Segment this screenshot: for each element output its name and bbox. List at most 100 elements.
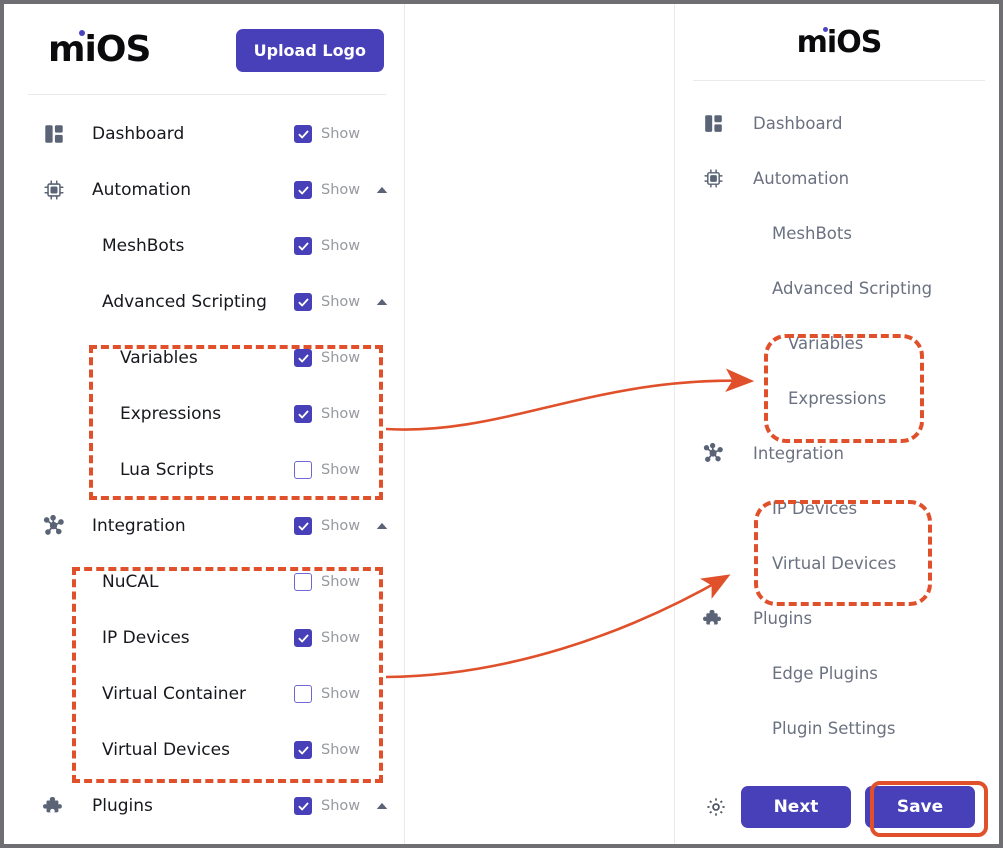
preview-menu-item-automation[interactable]: Automation [675, 151, 999, 206]
preview-menu-item-plugins[interactable]: Plugins [675, 591, 999, 646]
preview-menu-item-meshbots[interactable]: MeshBots [675, 206, 999, 261]
gear-icon [705, 796, 727, 818]
editor-menu-item-label: MeshBots [102, 236, 185, 256]
upload-logo-button[interactable]: Upload Logo [235, 28, 384, 72]
editor-menu-item-controls: Show [294, 125, 390, 143]
editor-menu-item-label: Virtual Devices [102, 740, 230, 760]
collapse-caret-icon[interactable] [374, 183, 390, 197]
editor-menu-item-label: Virtual Container [102, 684, 247, 704]
collapse-caret-icon[interactable] [374, 519, 390, 533]
preview-menu-item-label: Virtual Devices [772, 554, 897, 573]
preview-menu-item-plugin-settings[interactable]: Plugin Settings [675, 701, 999, 756]
show-label: Show [321, 238, 361, 254]
show-checkbox[interactable] [294, 237, 312, 255]
editor-header-rule [28, 94, 386, 95]
preview-menu-item-advanced-scripting[interactable]: Advanced Scripting [675, 261, 999, 316]
caret-placeholder [374, 127, 390, 141]
preview-footer: Next Save [675, 776, 999, 838]
caret-placeholder [374, 239, 390, 253]
show-checkbox[interactable] [294, 573, 312, 591]
preview-logo-dot-icon [822, 27, 828, 32]
editor-menu-item-label: Advanced Scripting [102, 292, 267, 312]
editor-menu-item-label: Plugins [92, 796, 153, 816]
editor-menu-item-dashboard[interactable]: Dashboard Show [4, 106, 404, 162]
editor-menu-item-lua-scripts[interactable]: Lua Scripts Show [4, 442, 404, 498]
preview-automation-icon [702, 168, 724, 190]
show-checkbox[interactable] [294, 517, 312, 535]
preview-menu-item-edge-plugins[interactable]: Edge Plugins [675, 646, 999, 701]
editor-menu-item-label: Integration [92, 516, 186, 536]
editor-menu-item-controls: Show [294, 293, 390, 311]
panel-divider-left [404, 4, 405, 844]
preview-menu-item-dashboard[interactable]: Dashboard [675, 96, 999, 151]
show-checkbox[interactable] [294, 349, 312, 367]
preview-mios-logo-text: miOS [796, 25, 883, 60]
preview-menu-item-expressions[interactable]: Expressions [675, 371, 999, 426]
editor-menu-item-variables[interactable]: Variables Show [4, 330, 404, 386]
editor-menu-item-label: Lua Scripts [120, 460, 214, 480]
editor-menu-item-controls: Show [294, 685, 390, 703]
show-label: Show [321, 686, 361, 702]
preview-menu-item-label: Edge Plugins [772, 664, 878, 683]
show-checkbox[interactable] [294, 461, 312, 479]
next-button[interactable]: Next [741, 786, 851, 828]
show-checkbox[interactable] [294, 629, 312, 647]
collapse-caret-icon[interactable] [374, 295, 390, 309]
editor-menu-item-label: Dashboard [92, 124, 185, 144]
preview-menu-item-integration[interactable]: Integration [675, 426, 999, 481]
save-button[interactable]: Save [865, 786, 975, 828]
preview-menu-item-virtual-devices[interactable]: Virtual Devices [675, 536, 999, 591]
plugins-icon [42, 794, 66, 818]
show-label: Show [321, 742, 361, 758]
editor-menu-item-meshbots[interactable]: MeshBots Show [4, 218, 404, 274]
show-checkbox[interactable] [294, 125, 312, 143]
caret-placeholder [374, 631, 390, 645]
show-checkbox[interactable] [294, 405, 312, 423]
caret-placeholder [374, 407, 390, 421]
caret-placeholder [374, 743, 390, 757]
show-label: Show [321, 798, 361, 814]
show-label: Show [321, 630, 361, 646]
preview-menu-item-label: Variables [788, 334, 864, 353]
editor-menu-item-controls: Show [294, 629, 390, 647]
editor-menu-item-advanced-scripting[interactable]: Advanced Scripting Show [4, 274, 404, 330]
editor-menu-item-label: NuCAL [102, 572, 159, 592]
caret-placeholder [374, 351, 390, 365]
editor-menu-item-controls: Show [294, 237, 390, 255]
editor-menu-item-virtual-container[interactable]: Virtual Container Show [4, 666, 404, 722]
show-label: Show [321, 126, 361, 142]
collapse-caret-icon[interactable] [374, 799, 390, 813]
preview-menu-item-variables[interactable]: Variables [675, 316, 999, 371]
editor-header: miOS Upload Logo [4, 4, 404, 96]
editor-menu-item-label: Variables [120, 348, 198, 368]
preview-menu-item-label: Expressions [788, 389, 887, 408]
preview-menu-item-label: IP Devices [772, 499, 858, 518]
integration-icon [42, 514, 66, 538]
logo-dot-icon [79, 30, 85, 36]
preview-dashboard-icon [702, 113, 724, 135]
editor-menu-item-plugins[interactable]: Plugins Show [4, 778, 404, 834]
show-checkbox[interactable] [294, 741, 312, 759]
show-checkbox[interactable] [294, 685, 312, 703]
editor-menu-item-controls: Show [294, 349, 390, 367]
show-label: Show [321, 518, 361, 534]
preview-integration-icon [702, 443, 724, 465]
editor-menu-item-virtual-devices[interactable]: Virtual Devices Show [4, 722, 404, 778]
automation-icon [42, 178, 66, 202]
show-checkbox[interactable] [294, 797, 312, 815]
editor-menu-item-integration[interactable]: Integration Show [4, 498, 404, 554]
show-checkbox[interactable] [294, 293, 312, 311]
caret-placeholder [374, 687, 390, 701]
show-checkbox[interactable] [294, 181, 312, 199]
preview-menu-item-ip-devices[interactable]: IP Devices [675, 481, 999, 536]
mios-logo: miOS [48, 30, 151, 68]
show-label: Show [321, 462, 361, 478]
editor-menu-item-controls: Show [294, 461, 390, 479]
